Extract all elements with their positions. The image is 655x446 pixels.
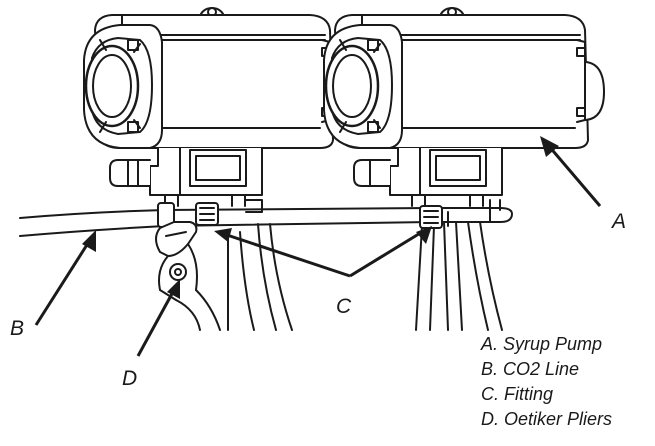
callout-d: D <box>122 367 138 390</box>
callout-arrows <box>34 136 602 357</box>
legend-item-co2-line: B. CO2 Line <box>481 359 580 379</box>
fittings <box>157 199 443 229</box>
arrow-d <box>136 279 180 357</box>
legend-item-oetiker-pliers: D. Oetiker Pliers <box>481 409 613 429</box>
oetiker-pliers <box>155 221 221 331</box>
arrow-c-left <box>214 228 351 278</box>
arrow-c-right <box>349 226 432 278</box>
left-syrup-pump <box>83 7 334 207</box>
right-syrup-pump <box>323 7 605 207</box>
callout-c: C <box>336 295 352 318</box>
legend: A. Syrup Pump B. CO2 Line C. Fitting D. … <box>481 332 612 432</box>
callout-b: B <box>10 317 25 340</box>
legend-item-syrup-pump: A. Syrup Pump <box>481 334 603 354</box>
callout-a: A <box>612 210 627 233</box>
arrow-b <box>34 230 96 326</box>
drop-tubes <box>227 211 503 331</box>
legend-item-fitting: C. Fitting <box>481 384 554 404</box>
arrow-a <box>540 136 602 207</box>
